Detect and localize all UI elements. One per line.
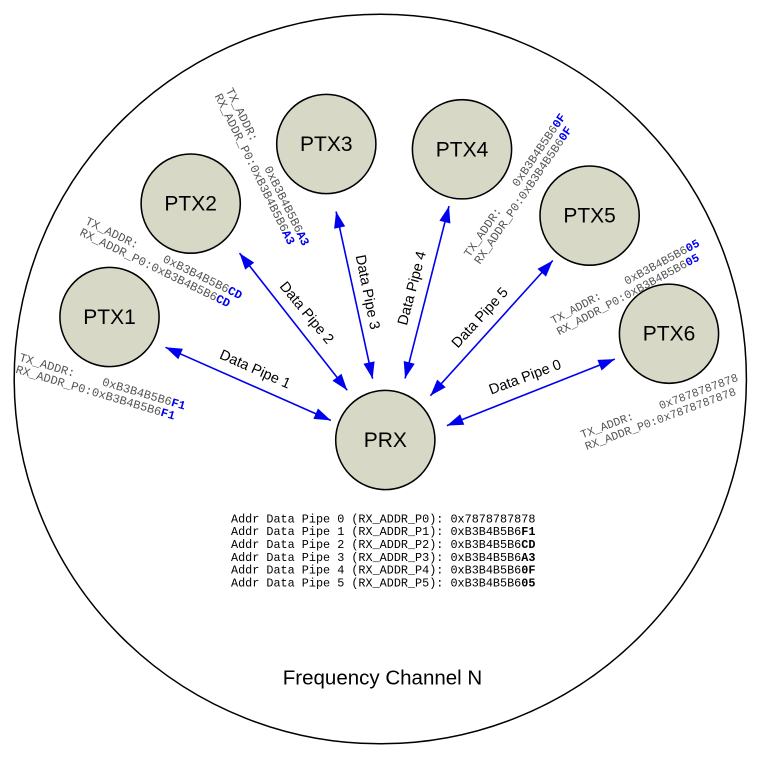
svg-text:PTX1: PTX1 <box>83 306 136 329</box>
svg-text:Addr Data Pipe 0 (RX_ADDR_P0):: Addr Data Pipe 0 (RX_ADDR_P0): 0x7878787… <box>231 512 535 526</box>
svg-text:Addr Data Pipe 2 (RX_ADDR_P2):: Addr Data Pipe 2 (RX_ADDR_P2): 0xB3B4B5B… <box>231 538 535 552</box>
svg-text:Addr Data Pipe 4 (RX_ADDR_P4):: Addr Data Pipe 4 (RX_ADDR_P4): 0xB3B4B5B… <box>231 564 535 578</box>
svg-text:PRX: PRX <box>364 429 407 452</box>
svg-text:Addr Data Pipe 1 (RX_ADDR_P1):: Addr Data Pipe 1 (RX_ADDR_P1): 0xB3B4B5B… <box>231 525 535 539</box>
svg-text:PTX5: PTX5 <box>563 205 616 228</box>
svg-text:Frequency Channel N: Frequency Channel N <box>283 667 482 690</box>
svg-text:PTX4: PTX4 <box>436 138 489 161</box>
svg-text:Addr Data Pipe 5 (RX_ADDR_P5):: Addr Data Pipe 5 (RX_ADDR_P5): 0xB3B4B5B… <box>231 577 535 591</box>
svg-text:PTX3: PTX3 <box>300 133 353 156</box>
svg-text:Addr Data Pipe 3 (RX_ADDR_P3):: Addr Data Pipe 3 (RX_ADDR_P3): 0xB3B4B5B… <box>231 551 535 565</box>
svg-text:PTX6: PTX6 <box>643 323 696 346</box>
svg-text:PTX2: PTX2 <box>164 193 217 216</box>
